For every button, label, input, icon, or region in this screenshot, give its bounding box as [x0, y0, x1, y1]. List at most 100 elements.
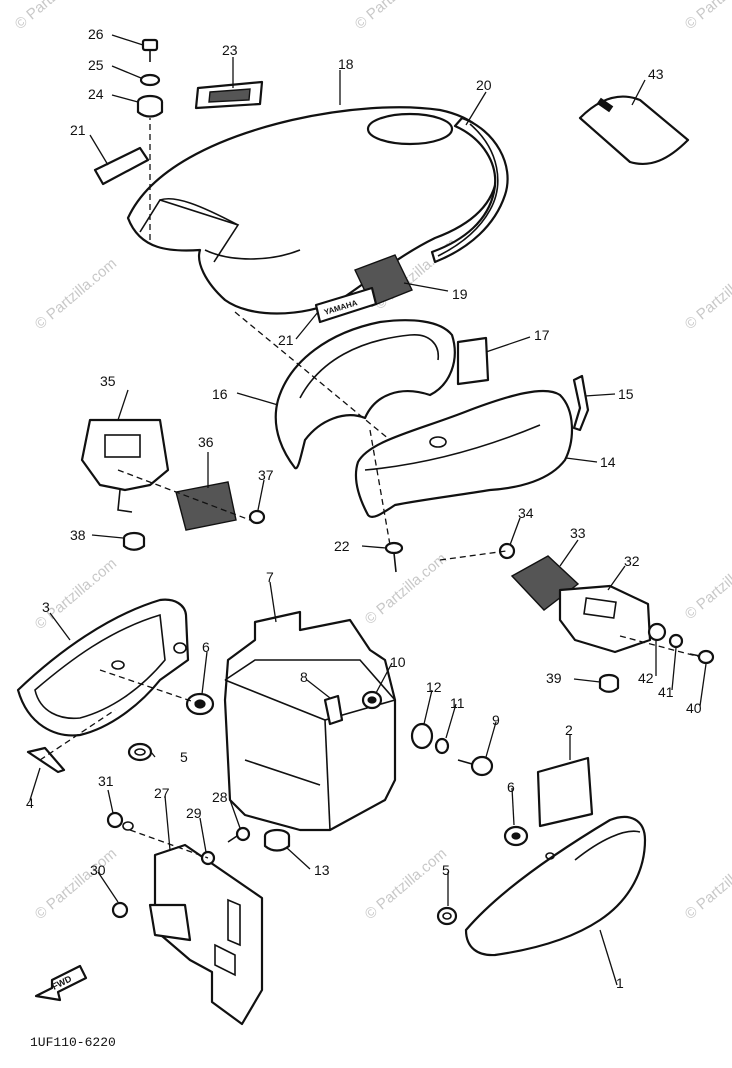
callout-21: 21 [70, 122, 86, 138]
callout-21b: 21 [278, 332, 294, 348]
watermark: © Partzilla.com [682, 0, 732, 33]
nut-34 [498, 542, 516, 560]
callout-35: 35 [100, 373, 116, 389]
callout-17: 17 [534, 327, 550, 343]
callout-28: 28 [212, 789, 228, 805]
collar-42 [647, 622, 667, 642]
callout-31: 31 [98, 773, 114, 789]
damper-13 [263, 828, 291, 852]
callout-8: 8 [300, 669, 308, 685]
callout-29: 29 [186, 805, 202, 821]
callout-43: 43 [648, 66, 664, 82]
screw-22 [384, 541, 404, 573]
bracket-32 [558, 584, 652, 654]
callout-4: 4 [26, 795, 34, 811]
callout-32: 32 [624, 553, 640, 569]
callout-6b: 6 [507, 779, 515, 795]
callout-15: 15 [618, 386, 634, 402]
callout-13: 13 [314, 862, 330, 878]
filter-36 [175, 481, 237, 531]
watermark: © Partzilla.com [682, 255, 732, 333]
bolt-9 [457, 755, 494, 777]
tank-badge [194, 80, 264, 110]
bracket-35 [80, 418, 170, 513]
callout-14: 14 [600, 454, 616, 470]
plate-27 [148, 843, 264, 1026]
grommet-39 [598, 673, 620, 693]
grommet-10 [361, 690, 383, 710]
callout-26: 26 [88, 26, 104, 42]
callout-5: 5 [180, 749, 188, 765]
callout-12: 12 [426, 679, 442, 695]
callout-5b: 5 [442, 862, 450, 878]
fwd-arrow-icon: FWD [34, 964, 88, 1002]
callout-22: 22 [334, 538, 350, 554]
callout-9: 9 [492, 712, 500, 728]
watermark: © Partzilla.com [32, 555, 120, 633]
callout-41: 41 [658, 684, 674, 700]
callout-16: 16 [212, 386, 228, 402]
bolt-31 [106, 811, 134, 831]
side-cover-14 [354, 389, 574, 519]
grommet-38 [122, 531, 146, 551]
callout-20: 20 [476, 77, 492, 93]
callout-18: 18 [338, 56, 354, 72]
nut-37 [248, 509, 266, 525]
collar-12 [410, 722, 434, 750]
clip-8 [323, 694, 344, 726]
clip-4 [26, 746, 66, 774]
clip-15 [572, 374, 590, 432]
tank-stripe [430, 116, 509, 264]
callout-39: 39 [546, 670, 562, 686]
callout-23: 23 [222, 42, 238, 58]
callout-25: 25 [88, 57, 104, 73]
grommet-5-left [127, 742, 153, 762]
watermark: © Partzilla.com [32, 255, 120, 333]
callout-34: 34 [518, 505, 534, 521]
callout-7: 7 [266, 569, 274, 585]
yamaha-decal: YAMAHA [314, 286, 378, 324]
callout-33: 33 [570, 525, 586, 541]
grommet-24 [136, 94, 164, 118]
callout-11: 11 [450, 695, 465, 711]
storage-pouch [578, 95, 690, 166]
callout-30: 30 [90, 862, 106, 878]
side-cover-right [464, 815, 647, 957]
fuel-tank [126, 106, 499, 315]
bolt-28 [227, 826, 251, 843]
callout-6: 6 [202, 639, 210, 655]
callout-42: 42 [638, 670, 654, 686]
diagram-code: 1UF110-6220 [30, 1035, 116, 1050]
battery-box [223, 610, 397, 832]
callouts: 26 25 24 21 23 18 20 43 19 21 17 15 16 1… [26, 26, 702, 991]
callout-27: 27 [154, 785, 170, 801]
watermark: © Partzilla.com [682, 545, 732, 623]
leader-lines [29, 34, 707, 986]
inner-panel [274, 319, 456, 470]
bolt-40 [689, 649, 715, 665]
callout-3: 3 [42, 599, 50, 615]
decal-strip [93, 146, 150, 186]
collar-11 [434, 737, 450, 755]
nut-30 [111, 901, 129, 919]
watermark: © Partzilla.com [12, 0, 100, 33]
watermark: © Partzilla.com [352, 0, 440, 33]
callout-2: 2 [565, 722, 573, 738]
washer-41 [668, 633, 684, 649]
callout-24: 24 [88, 86, 104, 102]
callout-10: 10 [390, 654, 406, 670]
bolt-26 [141, 38, 159, 62]
grommet-5-right [436, 906, 458, 926]
callout-19: 19 [452, 286, 468, 302]
grommet-6-right [503, 825, 529, 847]
watermark: © Partzilla.com [362, 550, 450, 628]
watermark: © Partzilla.com [362, 845, 450, 923]
watermark: © Partzilla.com [682, 845, 732, 923]
callout-36: 36 [198, 434, 214, 450]
callout-1: 1 [616, 975, 624, 991]
label-2 [536, 756, 594, 828]
callout-40: 40 [686, 700, 702, 716]
side-cover-left [16, 598, 190, 737]
callout-37: 37 [258, 467, 274, 483]
